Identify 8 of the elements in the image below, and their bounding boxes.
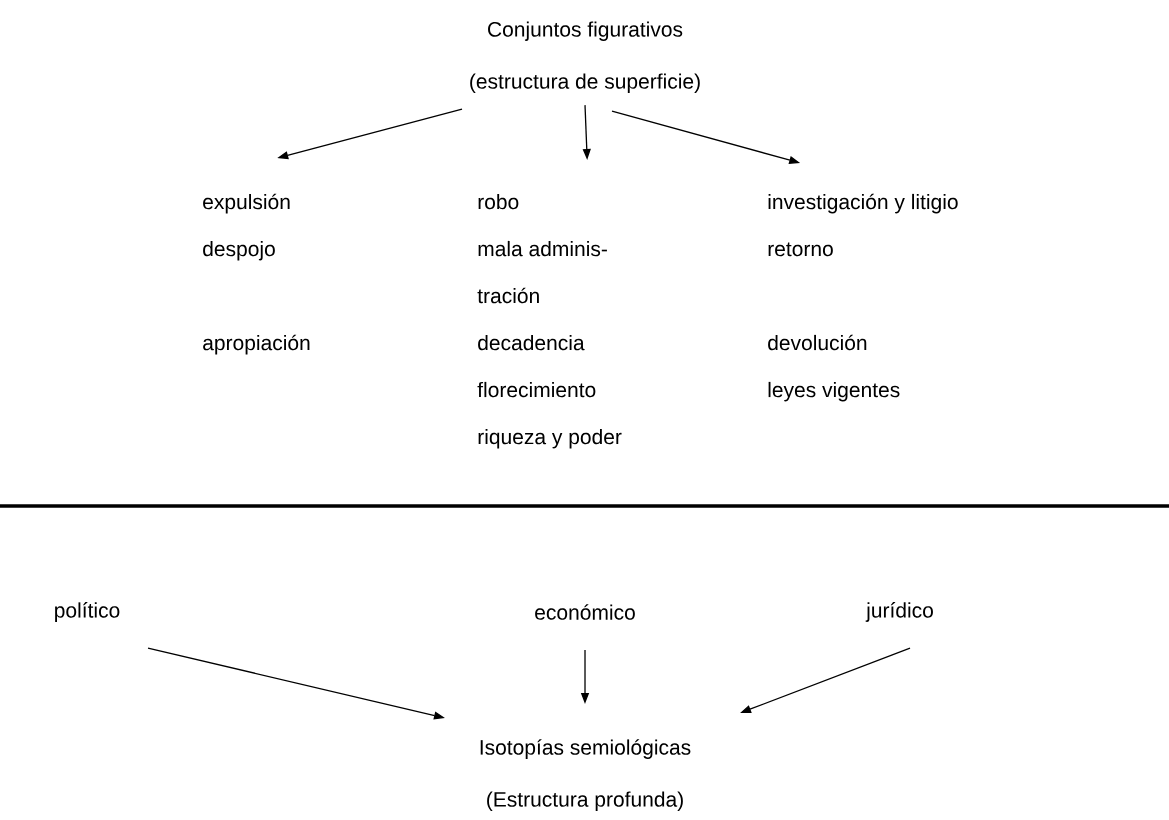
term-text: expulsión despojo apropiación: [203, 193, 310, 355]
term-text: económico: [535, 604, 635, 620]
term-text: Conjuntos figurativos (estructura de superficie): [470, 21, 700, 93]
term-text: investigación y litigio retorno devolución leyes vigentes: [768, 193, 958, 402]
term-text: Isotopías semiológicas (Estructura profunda): [480, 739, 691, 811]
term-text: político: [55, 602, 120, 622]
term-text: robo mala adminis- tración decadencia florecimiento riqueza y poder: [477, 193, 622, 449]
term-text: jurídico: [865, 602, 933, 622]
